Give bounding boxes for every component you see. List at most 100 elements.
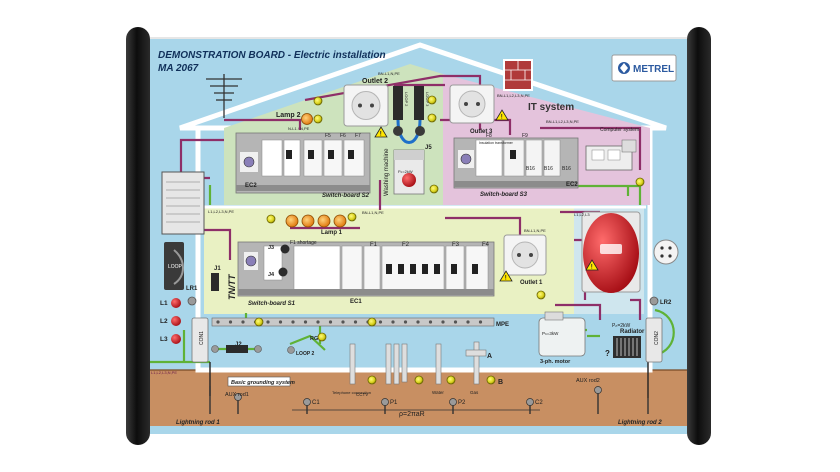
l3-terminal[interactable] (171, 334, 181, 344)
loop-label: LOOP (168, 264, 183, 270)
busbar-screw (341, 320, 345, 324)
basic-grounding-tag (227, 376, 291, 387)
svg-text:BN-L1,N,PE: BN-L1,N,PE (362, 210, 384, 215)
l1-terminal[interactable] (171, 298, 181, 308)
lamp1-fixture (285, 214, 347, 228)
svg-text:B16: B16 (562, 166, 571, 172)
probe-terminals[interactable] (234, 386, 602, 406)
board-model: MA 2067 (158, 63, 199, 74)
switchboard-s2-label: Switch-board S2 (322, 193, 370, 199)
svg-text:?: ? (605, 349, 610, 358)
antenna-icon (206, 74, 242, 118)
j1-jumper[interactable] (211, 273, 219, 291)
busbar-screw (391, 320, 395, 324)
meter-dial-icon (243, 156, 255, 168)
four-pin-socket[interactable] (653, 239, 679, 265)
tn-tt-label: TN/TT (227, 273, 237, 300)
svg-text:BN-L1,N,PE: BN-L1,N,PE (524, 228, 546, 233)
busbar-screw (378, 320, 383, 324)
metrel-logo: METREL (611, 54, 677, 82)
terminal[interactable] (347, 212, 357, 222)
lead-plug[interactable] (393, 126, 403, 136)
busbar-screw (478, 320, 483, 324)
svg-text:!: ! (505, 276, 507, 282)
svg-text:F4: F4 (482, 242, 490, 248)
svg-text:L1,L2,L3: L1,L2,L3 (574, 212, 590, 217)
right-handle (687, 27, 711, 445)
outlet3-socket[interactable] (449, 84, 495, 124)
meter-dial-icon (460, 153, 472, 165)
j4-jumper[interactable] (278, 267, 288, 277)
terminal[interactable] (427, 95, 437, 105)
terminal[interactable] (313, 114, 323, 124)
terminal[interactable] (313, 96, 323, 106)
svg-text:F3: F3 (452, 242, 460, 248)
busbar-screw (303, 320, 308, 324)
svg-text:F8: F8 (486, 133, 492, 139)
svg-text:BN-L1,L2,L3,N,PE: BN-L1,L2,L3,N,PE (546, 119, 579, 124)
busbar-screw (416, 320, 420, 324)
lamp1-label: Lamp 1 (321, 230, 343, 236)
warning-icon: ! (374, 126, 388, 138)
loop-connector[interactable] (164, 242, 184, 290)
terminal[interactable] (427, 113, 437, 123)
busbar-screw (328, 320, 333, 324)
lamp2-icon (301, 113, 313, 125)
washing-machine-button[interactable] (402, 173, 416, 187)
svg-text:F1: F1 (370, 242, 378, 248)
lead-plug[interactable] (415, 126, 425, 136)
switchboard-s3 (453, 137, 579, 189)
terminal[interactable] (536, 290, 546, 300)
lightning-rod2-label: Lightning rod 2 (618, 420, 662, 426)
aux-rod2-label: AUX rod2 (576, 378, 600, 384)
terminal[interactable] (254, 317, 264, 327)
rg-label: RG (310, 336, 318, 342)
svg-text:F2: F2 (402, 242, 410, 248)
lamp2-label: Lamp 2 (276, 112, 301, 119)
con1-connector[interactable] (191, 317, 209, 363)
p1-label: P1 (390, 400, 398, 406)
computer-system-icon (585, 139, 637, 171)
pipe-terminals[interactable] (367, 375, 496, 385)
outlet3-label: Outlet 3 (470, 129, 493, 135)
l2-terminal[interactable] (171, 316, 181, 326)
basic-grounding-label: Basic grounding system (231, 380, 295, 386)
terminal[interactable] (635, 177, 645, 187)
svg-text:Pₙ=3kW: Pₙ=3kW (542, 331, 559, 336)
point-a-label: A (487, 353, 492, 360)
svg-text:F7: F7 (355, 133, 361, 139)
warning-icon: ! (499, 270, 513, 282)
cctv-label: CCTV (356, 392, 368, 397)
p2-label: P2 (458, 400, 466, 406)
j2-jumper[interactable] (226, 345, 248, 353)
svg-text:Pₙ=2kW: Pₙ=2kW (398, 169, 413, 174)
j3-jumper[interactable] (280, 244, 290, 254)
computer-system-label: Computer system (600, 127, 639, 133)
outlet1-label: Outlet 1 (520, 280, 543, 286)
meter-dial-icon (245, 255, 257, 267)
svg-text:B16: B16 (544, 166, 553, 172)
three-phase-socket[interactable] (581, 211, 641, 293)
ec2-right-label: EC2 (566, 182, 578, 188)
con2-connector[interactable] (645, 317, 663, 363)
meter-box (161, 171, 205, 235)
busbar-screw (266, 320, 270, 324)
loop2-label: LOOP 2 (296, 351, 314, 357)
terminal[interactable] (266, 214, 276, 224)
terminal[interactable] (367, 317, 377, 327)
lr2-terminal[interactable] (649, 296, 659, 306)
lr1-terminal[interactable] (187, 296, 197, 306)
svg-text:L1,L2,L3,N,PE: L1,L2,L3,N,PE (151, 370, 177, 375)
terminal[interactable] (317, 332, 327, 342)
water-label: Water (432, 390, 444, 395)
outlet1-socket[interactable] (503, 234, 547, 276)
outlet2-socket[interactable] (343, 84, 389, 127)
busbar-screw (216, 320, 220, 324)
busbar-screw (316, 320, 320, 324)
terminal[interactable] (429, 184, 439, 194)
lr1-label: LR1 (186, 286, 198, 292)
it-system-label: IT system (528, 102, 574, 113)
f1-shortage-label: F1 shortage (290, 240, 317, 246)
busbar-screw (353, 320, 358, 324)
